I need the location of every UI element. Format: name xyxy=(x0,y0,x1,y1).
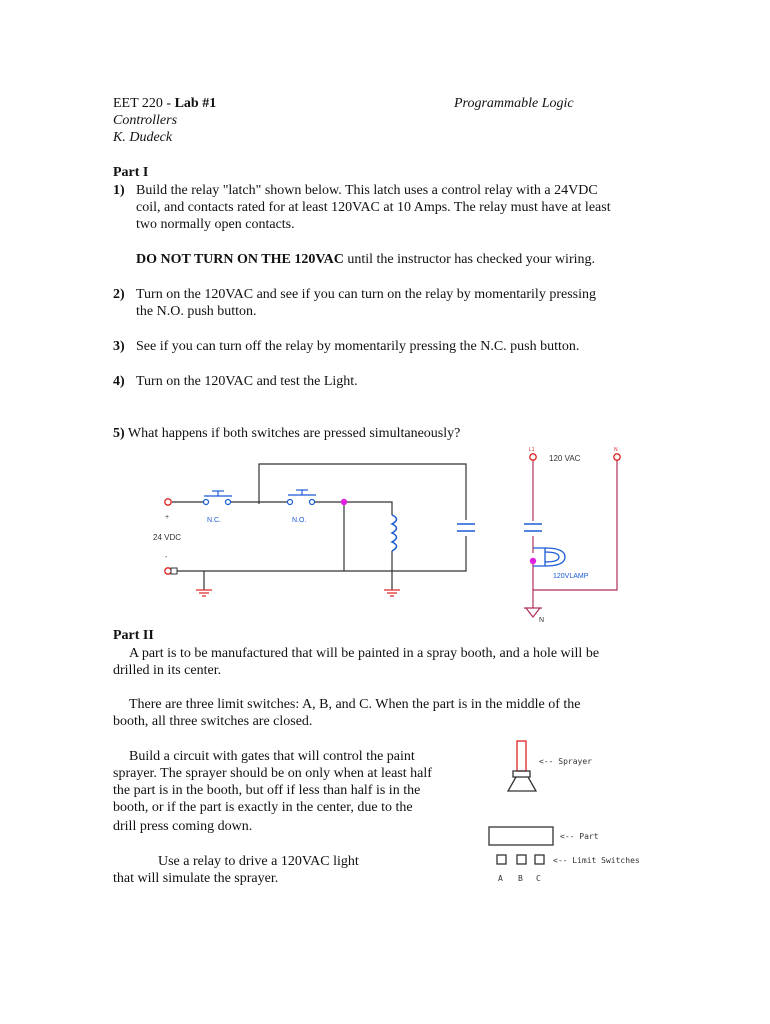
switch-b-label: B xyxy=(518,874,523,883)
plus-label: + xyxy=(165,514,169,521)
limit-switches-label: <-- Limit Switches xyxy=(553,856,640,865)
n-terminal xyxy=(613,453,621,461)
step-5: 5) What happens if both switches are pre… xyxy=(113,426,461,441)
title-line-1: Programmable Logic xyxy=(454,96,574,111)
n-top-label: N xyxy=(614,447,618,453)
latch-circuit-diagram: N.C. N.O. 24 VDC + - L1 N xyxy=(153,447,621,624)
no-pushbutton xyxy=(286,489,316,506)
step-1: 1) Build the relay "latch" shown below. … xyxy=(113,183,611,232)
sprayer-icon xyxy=(506,740,538,792)
part-label: <-- Part xyxy=(560,832,599,841)
plus-terminal xyxy=(164,498,172,506)
course-code: EET 220 - xyxy=(113,96,175,111)
part1-heading: Part I xyxy=(113,165,149,180)
junction-dot xyxy=(340,498,348,506)
l1-terminal xyxy=(529,453,537,461)
part2-paragraph-3-l2: sprayer. The sprayer should be on only w… xyxy=(113,766,432,781)
ground-icon xyxy=(196,589,212,597)
neutral-ground-icon xyxy=(524,590,542,618)
part2-paragraph-1: A part is to be manufactured that will b… xyxy=(129,646,600,661)
step-3: 3) See if you can turn off the relay by … xyxy=(113,339,580,354)
part2-paragraph-4: Use a relay to drive a 120VAC light xyxy=(158,854,359,869)
part2-paragraph-3: Build a circuit with gates that will con… xyxy=(129,749,415,764)
lab-number: Lab #1 xyxy=(174,96,217,111)
sprayer-diagram: <-- Sprayer <-- Part <-- Limit Switches … xyxy=(488,740,640,883)
title-line-2: Controllers xyxy=(113,113,178,128)
step-4: 4) Turn on the 120VAC and test the Light… xyxy=(113,374,358,389)
nc-label: N.C. xyxy=(207,517,221,524)
limit-switch-b xyxy=(516,854,527,865)
part2-paragraph-4-cont: that will simulate the sprayer. xyxy=(113,871,279,886)
part2-paragraph-3-l3: the part is in the booth, but off if les… xyxy=(113,783,421,798)
step-2: 2) Turn on the 120VAC and see if you can… xyxy=(113,287,596,319)
relay-coil-icon xyxy=(390,514,398,552)
lamp-label: 120VLAMP xyxy=(553,573,589,580)
part2-heading: Part II xyxy=(113,628,154,643)
part2-paragraph-3-l5: drill press coming down. xyxy=(113,819,253,834)
nc-pushbutton xyxy=(202,490,232,506)
ground-icon xyxy=(384,589,400,597)
warning: DO NOT TURN ON THE 120VAC until the inst… xyxy=(136,252,596,267)
author: K. Dudeck xyxy=(113,130,173,145)
vac-label: 120 VAC xyxy=(549,454,581,463)
lamp-icon xyxy=(533,547,566,567)
n-bottom-label: N xyxy=(539,617,544,624)
minus-label: - xyxy=(165,554,168,561)
switch-c-label: C xyxy=(536,874,541,883)
minus-terminal xyxy=(164,567,172,575)
vdc-label: 24 VDC xyxy=(153,533,181,542)
course-heading: EET 220 - Lab #1 xyxy=(113,95,216,112)
part2-paragraph-2: There are three limit switches: A, B, an… xyxy=(129,697,581,712)
sprayer-label: <-- Sprayer xyxy=(539,757,592,766)
limit-switch-c xyxy=(534,854,545,865)
switch-a-label: A xyxy=(498,874,503,883)
part2-paragraph-2-cont: booth, all three switches are closed. xyxy=(113,714,313,729)
part2-paragraph-1-cont: drilled in its center. xyxy=(113,663,222,678)
l1-label: L1 xyxy=(529,447,535,453)
part-box xyxy=(488,826,554,846)
part2-paragraph-3-l4: booth, or if the part is exactly in the … xyxy=(113,800,413,815)
no-label: N.O. xyxy=(292,517,306,524)
limit-switch-a xyxy=(496,854,507,865)
